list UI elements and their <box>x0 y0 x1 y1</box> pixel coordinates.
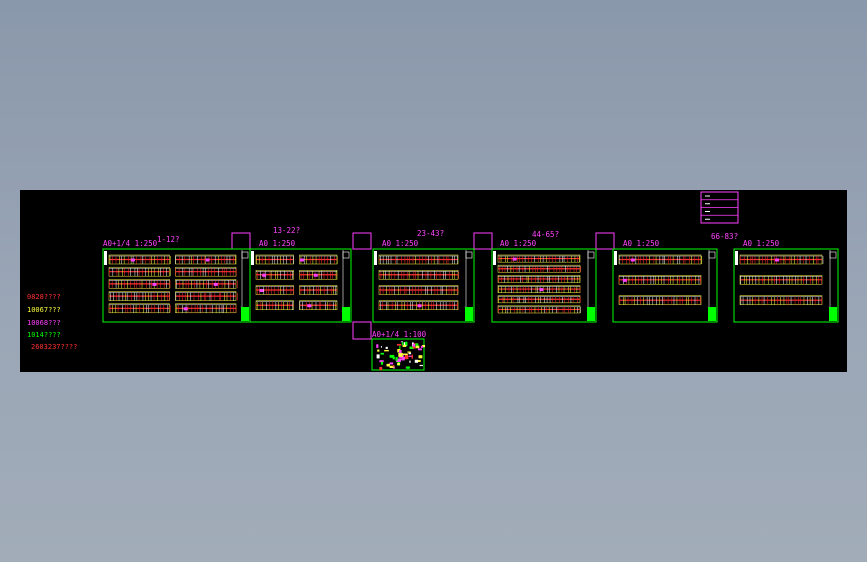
drawing-layout <box>102 191 839 371</box>
sheet-4-plan-strip <box>497 254 581 263</box>
sheet-5-scale-label: A0 1:250 <box>623 239 660 248</box>
sheet-2-plan-strip <box>255 270 294 280</box>
sheet-6-plan-strip <box>739 295 823 305</box>
sheet-1-plan-strip <box>175 303 237 314</box>
sheet-5-plan-strip <box>618 275 702 285</box>
connector-box-2 <box>352 232 372 250</box>
sheet-2-plan-strip <box>255 300 294 310</box>
connector-box-3 <box>473 232 493 250</box>
cad-canvas: A0+1/4 1:250 1-12? A0 1:250 13-22? A0 1:… <box>20 190 847 372</box>
sheet-3-range-label: 23-43? <box>417 229 445 238</box>
sheet-2-plan-strip <box>299 300 338 310</box>
sheet-4-range-label: 44-65? <box>532 230 560 239</box>
sheet-2-margin-mark <box>251 251 254 265</box>
sheet-2-range-label: 13-22? <box>273 226 301 235</box>
sheet-2-plan-strip <box>255 285 294 295</box>
connector-box-detail <box>352 321 372 340</box>
sheet-4-plan-strip <box>497 305 581 314</box>
sheet-6-plan-strip <box>739 254 824 265</box>
sheet-3-scale-label: A0 1:250 <box>382 239 419 248</box>
sheet-1 <box>102 248 251 323</box>
sheet-6-frame <box>733 248 839 323</box>
sheet-4-frame <box>491 248 597 323</box>
detail-sheet-scale-label: A0+1/4 1:100 <box>372 330 427 339</box>
sheet-6-plan-strip <box>739 275 823 285</box>
sheet-3-plan-strip <box>378 285 459 295</box>
sheet-1-range-label: 1-12? <box>157 235 180 244</box>
sheet-1-plan-strip <box>175 279 238 289</box>
sheet-1-plan-strip <box>175 266 237 277</box>
legend-note-3: 10068??? <box>27 319 61 327</box>
detail-sheet-frame <box>371 338 425 371</box>
sheet-2 <box>249 248 352 323</box>
sheet-6-margin-mark <box>735 251 738 265</box>
sheet-1-plan-strip <box>108 254 171 265</box>
sheet-6-title-block <box>829 307 837 321</box>
sheet-2-scale-label: A0 1:250 <box>259 239 296 248</box>
sheet-4 <box>491 248 597 323</box>
sheet-4-scale-label: A0 1:250 <box>500 239 537 248</box>
sheet-1-title-block <box>241 307 249 321</box>
sheet-3-margin-mark <box>374 251 377 265</box>
sheet-2-plan-strip <box>299 285 338 295</box>
sheet-2-title-block <box>342 307 350 321</box>
sheet-3-title-block <box>465 307 473 321</box>
sheet-5-frame <box>612 248 718 323</box>
sheet-4-plan-strip <box>497 285 581 293</box>
sheet-2-plan-strip <box>255 254 294 265</box>
sheet-5-margin-mark <box>614 251 617 265</box>
sheet-4-margin-mark <box>493 251 496 265</box>
sheet-1-plan-strip <box>175 291 238 301</box>
sheet-3-plan-strip <box>378 300 459 310</box>
sheet-6 <box>733 248 839 323</box>
sheet-2-plan-strip <box>299 254 338 265</box>
legend-note-2: 10067??? <box>27 306 61 314</box>
sheet-5-plan-strip <box>618 254 703 265</box>
sheet-6-scale-label: A0 1:250 <box>743 239 780 248</box>
sheet-1-plan-strip <box>108 303 171 314</box>
sheet-6-range-label: 66-83? <box>711 232 739 241</box>
sheet-3-plan-strip <box>378 270 460 280</box>
connector-box-4 <box>595 232 615 250</box>
sheet-1-plan-strip <box>108 291 170 301</box>
sheet-5-plan-strip <box>618 295 702 305</box>
sheet-2-frame <box>249 248 352 323</box>
sheet-3-plan-strip <box>378 254 459 265</box>
sheet-4-plan-strip <box>497 275 581 283</box>
sheet-1-scale-label: A0+1/4 1:250 <box>103 239 158 248</box>
connector-box-1 <box>231 232 251 250</box>
legend-note-4: 1014???? <box>27 331 61 339</box>
sheet-5 <box>612 248 718 323</box>
sheet-1-plan-strip <box>175 254 237 265</box>
sheet-1-plan-strip <box>108 266 171 277</box>
sheet-3-frame <box>372 248 475 323</box>
sheet-2-plan-strip <box>299 270 338 280</box>
sheet-4-title-block <box>587 307 595 321</box>
sheet-4-plan-strip <box>497 264 582 273</box>
sheet-3 <box>372 248 475 323</box>
sheet-5-title-block <box>708 307 716 321</box>
title-block-table <box>700 191 739 224</box>
legend-note-1: 0828???? <box>27 293 61 301</box>
legend-note-5: 2603237???? <box>31 343 78 351</box>
sheet-4-plan-strip <box>497 295 581 304</box>
sheet-1-plan-strip <box>108 279 171 289</box>
sheet-1-margin-mark <box>104 251 107 265</box>
detail-sheet <box>371 338 426 371</box>
